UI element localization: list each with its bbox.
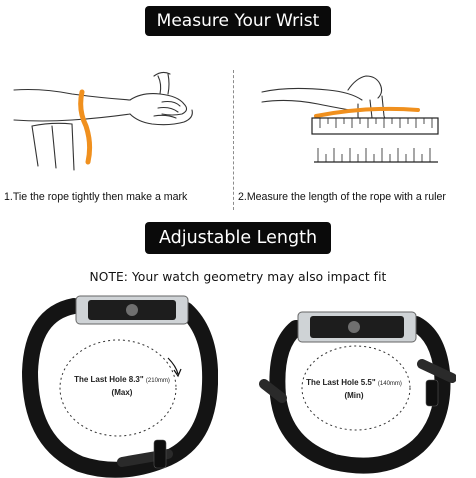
wrist-rope-illustration (13, 71, 193, 171)
max-hole-metric: (210mm) (145, 378, 170, 384)
max-hole-label: The Last Hole 8.3" (210mm) (Max) (64, 374, 180, 398)
max-hole-length: The Last Hole 8.3" (74, 375, 144, 384)
ruler-illustration (261, 75, 439, 163)
max-hole-tag: (Max) (111, 388, 133, 397)
watch-band-min-illustration (259, 311, 456, 474)
min-hole-metric: (140mm) (377, 381, 402, 387)
geometry-note: NOTE: Your watch geometry may also impac… (89, 270, 387, 284)
min-hole-length: The Last Hole 5.5" (306, 378, 376, 387)
adjustable-length-header: Adjustable Length (145, 222, 331, 254)
measure-wrist-header: Measure Your Wrist (145, 6, 331, 36)
watch-band-max-illustration (21, 295, 218, 478)
step-2-caption: 2.Measure the length of the rope with a … (238, 191, 446, 203)
min-hole-label: The Last Hole 5.5" (140mm) (Min) (298, 377, 410, 401)
dashed-divider (233, 70, 234, 210)
step-1-caption: 1.Tie the rope tightly then make a mark (4, 191, 188, 203)
min-hole-tag: (Min) (344, 391, 364, 400)
